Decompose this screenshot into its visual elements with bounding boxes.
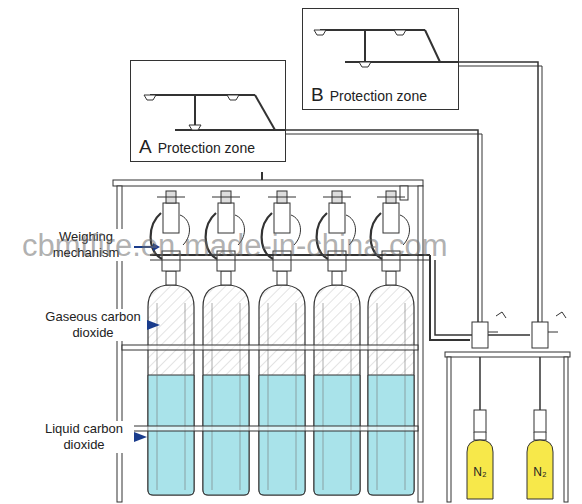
cylinder-label: N₂	[473, 465, 486, 479]
zone-letter: B	[311, 84, 324, 105]
zone-letter: A	[139, 136, 152, 157]
protection-zone-box: B Protection zone	[302, 8, 459, 110]
protection-zone-box: A Protection zone	[130, 60, 286, 162]
zone-name: Protection zone	[158, 140, 255, 156]
part-label: Gaseous carbon dioxide	[40, 309, 146, 341]
watermark: cbmtfire.en.made-in-china.com	[22, 228, 448, 264]
nitrogen-cylinder: N₂	[526, 432, 554, 500]
nitrogen-cylinder: N₂	[466, 432, 494, 500]
cylinder-label: N₂	[533, 465, 546, 479]
zone-name: Protection zone	[330, 88, 427, 104]
part-label: Liquid carbon dioxide	[34, 421, 134, 453]
